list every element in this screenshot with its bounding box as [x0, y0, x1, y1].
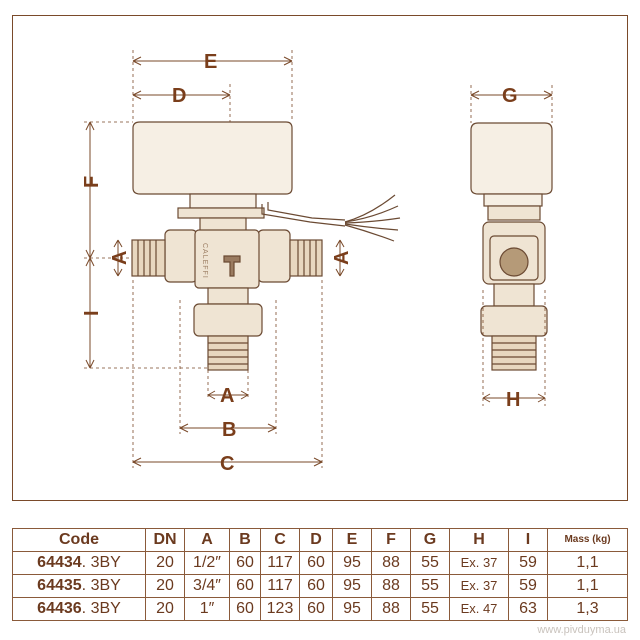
header-f: F	[371, 528, 411, 552]
actuator-neck	[189, 193, 257, 209]
h-cell: Ex. 47	[449, 597, 509, 621]
dimension-h-label: H	[506, 389, 520, 411]
dimension-f-label: F	[81, 176, 103, 188]
e-cell: 95	[332, 597, 372, 621]
actuator-housing	[132, 121, 293, 195]
f-cell: 88	[371, 551, 411, 575]
code-cell: 64434. 3BY	[12, 551, 146, 575]
table-row: 64435. 3BY 20 3/4″ 60 117 60 95 88 55 Ex…	[12, 574, 628, 598]
header-code: Code	[12, 528, 146, 552]
dimension-a-right-label: A	[331, 251, 353, 265]
left-thread-ridges	[137, 240, 157, 276]
dimension-e-label: E	[204, 51, 217, 73]
dimension-d-label: D	[172, 85, 186, 107]
side-port-bore	[499, 247, 529, 277]
power-cable-outer	[267, 202, 346, 221]
g-cell: 55	[410, 574, 450, 598]
i-cell: 59	[508, 574, 548, 598]
f-cell: 88	[371, 574, 411, 598]
code-cell: 64435. 3BY	[12, 574, 146, 598]
a-cell: 1/2″	[184, 551, 230, 575]
mass-cell: 1,1	[547, 551, 628, 575]
left-thread	[131, 239, 166, 277]
i-cell: 63	[508, 597, 548, 621]
power-cable	[261, 204, 346, 227]
c-cell: 117	[260, 551, 300, 575]
side-thread-ridges	[492, 342, 536, 365]
side-bottom-neck	[493, 283, 535, 307]
table-header-row: Code DN A B C D E F G H I Mass (kg)	[12, 528, 628, 552]
b-cell: 60	[229, 551, 261, 575]
side-bottom-nut	[480, 305, 548, 337]
b-cell: 60	[229, 574, 261, 598]
right-thread-ridges	[297, 240, 317, 276]
bottom-union-nut	[193, 303, 263, 337]
e-cell: 95	[332, 574, 372, 598]
header-h: H	[449, 528, 509, 552]
d-cell: 60	[299, 597, 333, 621]
header-g: G	[410, 528, 450, 552]
side-view	[470, 122, 553, 371]
table-row: 64434. 3BY 20 1/2″ 60 117 60 95 88 55 Ex…	[12, 551, 628, 575]
header-a: A	[184, 528, 230, 552]
d-cell: 60	[299, 551, 333, 575]
c-cell: 117	[260, 574, 300, 598]
header-b: B	[229, 528, 261, 552]
c-cell: 123	[260, 597, 300, 621]
dn-cell: 20	[145, 551, 185, 575]
header-e: E	[332, 528, 372, 552]
header-d: D	[299, 528, 333, 552]
front-dimensions: E D F I A A A B	[81, 50, 353, 475]
actuator-base	[177, 207, 265, 219]
side-bottom-thread	[491, 335, 537, 371]
left-union-nut	[164, 229, 198, 283]
dn-cell: 20	[145, 574, 185, 598]
dimension-a-left-label: A	[109, 251, 131, 265]
table-row: 64436. 3BY 20 1″ 60 123 60 95 88 55 Ex. …	[12, 597, 628, 621]
specification-table: Code DN A B C D E F G H I Mass (kg) 6443…	[12, 528, 628, 621]
code-cell: 64436. 3BY	[12, 597, 146, 621]
bottom-neck	[207, 287, 249, 305]
dn-cell: 20	[145, 597, 185, 621]
dimension-b-label: B	[222, 419, 236, 441]
right-thread	[289, 239, 323, 277]
d-cell: 60	[299, 574, 333, 598]
dimension-c-label: C	[220, 453, 234, 475]
i-cell: 59	[508, 551, 548, 575]
side-dimensions: G H	[470, 85, 553, 411]
dimension-a-bottom-label: A	[220, 385, 234, 407]
brand-mark: CALEFFI	[201, 243, 208, 279]
e-cell: 95	[332, 551, 372, 575]
f-cell: 88	[371, 597, 411, 621]
side-actuator-housing	[470, 122, 553, 195]
g-cell: 55	[410, 597, 450, 621]
drawing-frame	[12, 15, 628, 501]
bottom-thread-ridges	[208, 342, 248, 365]
g-cell: 55	[410, 551, 450, 575]
header-i: I	[508, 528, 548, 552]
mass-cell: 1,1	[547, 574, 628, 598]
side-actuator-base	[487, 205, 541, 221]
cable-wires	[344, 194, 401, 242]
front-view: CALEFFI	[131, 121, 401, 371]
h-cell: Ex. 37	[449, 574, 509, 598]
right-union-nut	[257, 229, 291, 283]
a-cell: 3/4″	[184, 574, 230, 598]
side-actuator-neck	[483, 193, 543, 207]
flow-arrow-mark	[223, 255, 241, 277]
header-dn: DN	[145, 528, 185, 552]
bottom-thread	[207, 335, 249, 371]
h-cell: Ex. 37	[449, 551, 509, 575]
dimension-g-label: G	[502, 85, 518, 107]
dimension-i-label: I	[81, 310, 103, 316]
header-c: C	[260, 528, 300, 552]
header-mass: Mass (kg)	[547, 528, 628, 552]
watermark-text: www.pivduyma.ua	[537, 624, 626, 636]
b-cell: 60	[229, 597, 261, 621]
a-cell: 1″	[184, 597, 230, 621]
mass-cell: 1,3	[547, 597, 628, 621]
